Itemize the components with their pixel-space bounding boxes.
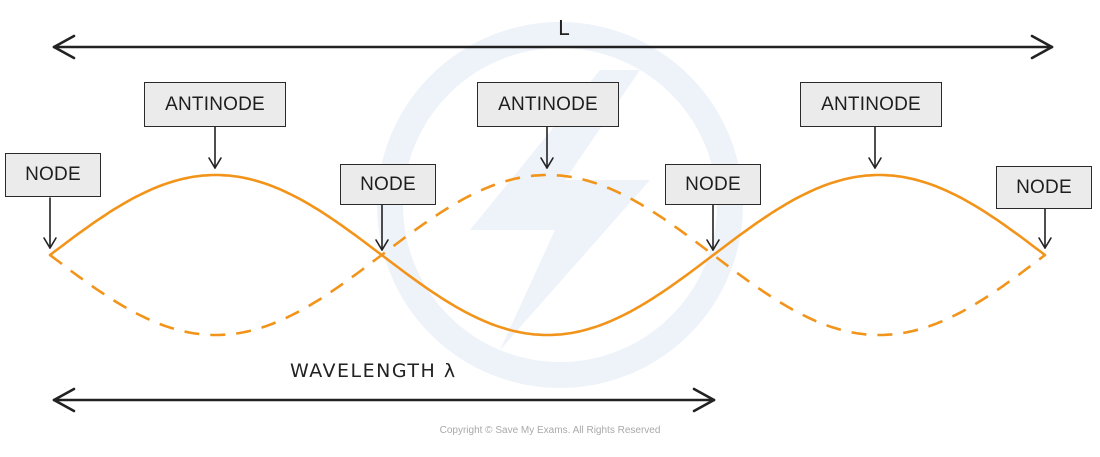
node-pointer-3 xyxy=(706,203,720,251)
antinode-label-3: ANTINODE xyxy=(800,82,942,127)
standing-wave-solid xyxy=(48,173,1047,337)
node-label-4: NODE xyxy=(996,166,1092,209)
length-label: L xyxy=(558,16,570,40)
length-arrow xyxy=(52,34,1054,60)
node-label-1: NODE xyxy=(5,153,101,197)
watermark-logo xyxy=(377,22,743,388)
antinode-pointer-1 xyxy=(208,126,222,169)
node-label-3: NODE xyxy=(665,164,761,205)
node-pointer-4 xyxy=(1038,207,1052,249)
antinode-pointer-3 xyxy=(868,126,882,169)
node-pointer-2 xyxy=(375,203,389,251)
wavelength-label: WAVELENGTH λ xyxy=(290,360,457,382)
node-pointer-1 xyxy=(43,197,57,249)
copyright-notice: Copyright © Save My Exams. All Rights Re… xyxy=(439,425,661,436)
node-label-2: NODE xyxy=(340,164,436,205)
antinode-label-2: ANTINODE xyxy=(477,82,619,127)
wavelength-arrow xyxy=(52,387,716,413)
standing-wave-dashed xyxy=(49,173,1046,337)
antinode-pointer-2 xyxy=(540,126,554,169)
antinode-label-1: ANTINODE xyxy=(144,82,286,127)
